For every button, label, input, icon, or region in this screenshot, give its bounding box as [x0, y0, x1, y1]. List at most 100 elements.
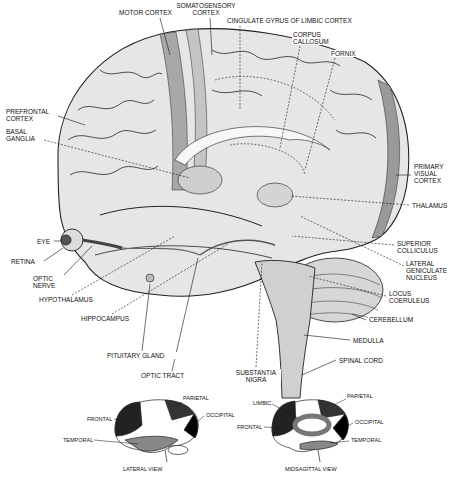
leader-line	[44, 140, 190, 178]
part-label: MIDSAGITTAL VIEW	[284, 466, 338, 472]
leader-line	[256, 262, 262, 367]
leader-line	[302, 360, 336, 375]
iris-shape	[61, 235, 71, 245]
part-label: TEMPORAL	[350, 437, 382, 443]
midsagittal-brain-outline	[272, 400, 348, 452]
small-brainstem	[165, 450, 167, 462]
part-label: PITUITARY GLAND	[106, 352, 184, 359]
part-label: FRONTAL	[86, 416, 113, 422]
cerebrum-outline	[58, 29, 409, 297]
leader-line	[210, 18, 212, 55]
part-label: PREFRONTAL CORTEX	[5, 108, 57, 122]
part-label: MEDULLA	[352, 337, 398, 344]
part-label: RETINA	[10, 258, 44, 265]
part-label: OPTIC TRACT	[140, 372, 198, 379]
fornix-shape	[230, 144, 305, 175]
small-cerebellum	[168, 446, 188, 455]
part-label: LATERAL GENICULATE NUCLEUS	[405, 260, 457, 281]
part-label: CORPUS CALLOSUM	[292, 31, 338, 45]
part-label: CEREBELLUM	[368, 316, 430, 323]
leader-line	[304, 335, 350, 340]
part-label: OPTIC NERVE	[32, 275, 70, 289]
part-label: HIPPOCAMPUS	[80, 315, 140, 322]
leader-line	[58, 116, 85, 125]
part-label: LOCUS COERULEUS	[388, 290, 436, 304]
part-label: EYE	[36, 238, 54, 245]
part-label: OCCIPITAL	[205, 412, 236, 418]
temporal-region	[300, 441, 338, 450]
part-label: BASAL GANGLIA	[5, 128, 43, 142]
corpus-callosum-shape	[175, 127, 330, 165]
gyrus-line	[68, 130, 156, 140]
leader-line	[280, 46, 300, 148]
part-label: TEMPORAL	[62, 437, 94, 443]
leader-line	[44, 248, 63, 261]
part-label: HYPOTHALAMUS	[38, 296, 102, 303]
leader-line	[308, 276, 386, 296]
part-label: SPINAL CORD	[338, 357, 396, 364]
leader-line	[264, 427, 280, 428]
thalamus-shape	[257, 183, 293, 207]
leader-line	[195, 416, 204, 424]
part-label: THALAMUS	[411, 202, 457, 209]
leader-line	[142, 284, 150, 351]
gyrus-line	[212, 50, 340, 66]
part-label: SUPERIOR COLLICULUS	[396, 240, 450, 254]
pituitary-shape	[146, 274, 154, 282]
eye-shape	[61, 229, 83, 251]
leader-line	[160, 18, 170, 55]
leader-line	[114, 419, 124, 421]
leader-line	[72, 236, 175, 295]
lateral-brain-outline	[115, 400, 198, 453]
leader-line	[62, 246, 92, 277]
leader-line	[112, 244, 228, 314]
cingulate-shape	[215, 76, 335, 120]
gyrus-line	[78, 100, 154, 110]
leader-line	[300, 216, 404, 266]
part-label: OCCIPITAL	[354, 419, 385, 425]
basal-ganglia-shape	[178, 166, 222, 194]
part-label: LIMBIC	[252, 400, 272, 406]
part-label: FORNIX	[330, 50, 372, 57]
leader-line	[94, 440, 138, 444]
part-label: SOMATOSENSORY CORTEX	[172, 2, 240, 16]
lateral-fissure	[100, 206, 262, 226]
leader-line	[352, 314, 366, 320]
part-label: FRONTAL	[236, 424, 263, 430]
part-label: PRIMARY VISUAL CORTEX	[413, 163, 457, 184]
gyrus-line	[100, 70, 162, 78]
leader-line	[175, 402, 182, 406]
somatosensory-band	[186, 29, 207, 190]
leader-line	[290, 196, 409, 205]
leader-line	[396, 175, 411, 176]
leader-line	[272, 404, 298, 418]
leader-line	[334, 399, 346, 405]
visual-cortex-band	[372, 80, 400, 238]
leader-line	[240, 26, 241, 110]
part-label: CINGULATE GYRUS OF LIMBIC CORTEX	[226, 17, 388, 24]
leader-line	[330, 441, 349, 443]
frontal-region	[115, 402, 142, 436]
parietal-region	[165, 400, 194, 420]
part-label: SUBSTANTIA NIGRA	[231, 369, 281, 383]
optic-nerve-shape	[82, 240, 122, 248]
gyrus-line	[70, 166, 158, 175]
motor-cortex-band	[160, 32, 187, 190]
part-label: PARIETAL	[182, 395, 210, 401]
part-label: PARIETAL	[346, 393, 374, 399]
leader-line	[344, 423, 353, 428]
limbic-region	[295, 416, 329, 434]
hippocampus-shape	[200, 240, 275, 255]
optic-tract-shape	[122, 248, 200, 255]
leader-line	[305, 58, 335, 170]
small-brainstem	[318, 450, 320, 462]
gyrus-line	[212, 90, 262, 96]
gyrus-line	[330, 90, 372, 100]
leader-line	[292, 236, 394, 245]
frontal-region	[272, 401, 296, 436]
occipital-region	[184, 414, 198, 438]
part-label: LATERAL VIEW	[122, 466, 163, 472]
gyrus-line	[336, 130, 376, 138]
